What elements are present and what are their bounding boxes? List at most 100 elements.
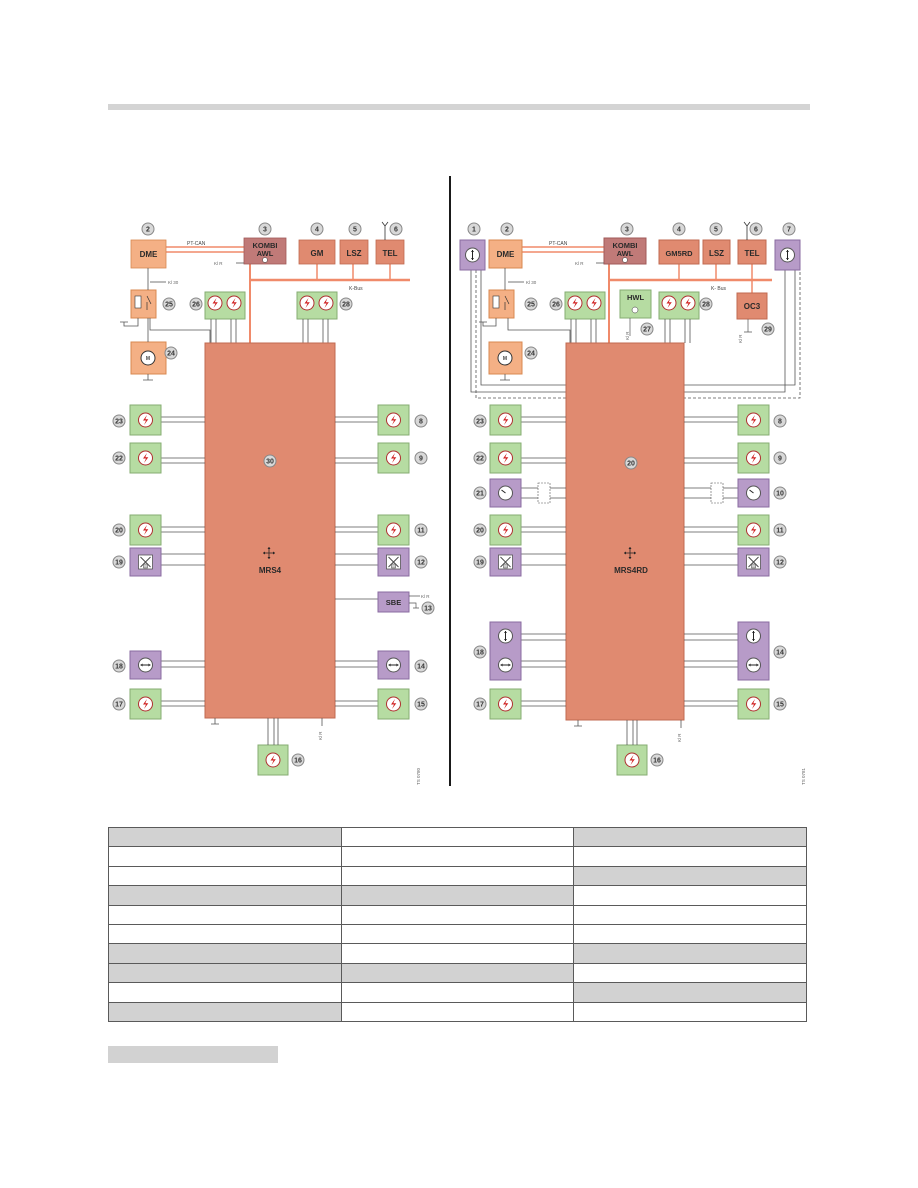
hwl-label: HWL [627,293,644,302]
rd-callout-19: 19 [476,560,484,567]
rd-callout-12: 12 [776,560,784,567]
callout-23: 23 [115,419,123,426]
legend-table [108,826,807,1022]
rd-dme-label: DME [497,250,515,259]
callout-9: 9 [419,456,423,463]
rd-tel-box [737,239,767,265]
tel-label: TEL [382,249,397,258]
rd-callout-10: 10 [776,491,784,498]
antenna-icon [381,221,389,240]
callout-2: 2 [146,227,150,234]
table-row [108,865,807,887]
rd-callout-24: 24 [527,351,535,358]
table-row [108,923,807,945]
callout-14: 14 [417,664,425,671]
rd-antenna-icon [743,221,751,240]
rd-callout-22: 22 [476,456,484,463]
rd-pt-can-label: PT-CAN [549,241,568,247]
callout-6: 6 [394,227,398,234]
pt-can-label: PT-CAN [187,241,206,247]
sbe-box [377,591,410,613]
table-row [108,885,807,906]
right-squib-9 [377,442,410,474]
kl30-label: Kl 30 [168,280,179,285]
k-bus-label: K-Bus [349,286,363,292]
hwl-lamp-icon [631,306,639,314]
callout-19: 19 [115,560,123,567]
rd-callout-20-side: 20 [476,528,484,535]
table-row [108,943,807,964]
kombi-label: KOMBI [253,241,278,250]
oc3-label: OC3 [744,302,761,311]
rd-callout-6: 6 [754,227,758,234]
callout-12: 12 [417,560,425,567]
mrs4rd-unit [565,342,685,721]
callout-30: 30 [266,459,274,466]
callout-8: 8 [419,419,423,426]
sbe-label: SBE [386,598,401,607]
rd-callout-16: 16 [653,758,661,765]
callout-28: 28 [342,302,350,309]
warning-lamp-icon [262,257,268,263]
callout-17: 17 [115,702,123,709]
rd-lsz-label: LSZ [709,249,724,258]
sbe-kl-r-label: Kl R [421,594,430,599]
callout-4: 4 [315,227,319,234]
rd-callout-2: 2 [505,227,509,234]
callout-3: 3 [263,227,267,234]
hwl-kl-r-label: Kl R [625,331,630,340]
footer-bar [108,1046,278,1063]
rd-bottom-kl-r-label: Kl R [677,733,682,742]
rd-callout-26: 26 [552,302,560,309]
rd-callout-28: 28 [702,302,710,309]
tel-box [375,239,405,265]
table-row [108,982,807,1003]
right-squib-8 [377,404,410,436]
rd-left-sensor-21 [489,478,522,508]
callout-18: 18 [115,664,123,671]
hwl-box [619,289,652,319]
callout-13: 13 [424,606,432,613]
rd-callout-4: 4 [677,227,681,234]
right-diagram: PT-CAN K- Bus 1 DME 2 KOMBI AWL 3 Kl R G… [459,221,806,785]
table-row [108,904,807,925]
callout-15: 15 [417,702,425,709]
dme-box [130,239,167,269]
callout-24: 24 [167,351,175,358]
rd-warning-lamp-icon [622,257,628,263]
svg-text:M: M [146,356,150,362]
table-row [108,826,807,848]
rd-callout-11: 11 [776,528,784,535]
rd-callout-5: 5 [714,227,718,234]
rd-callout-3: 3 [625,227,629,234]
rd-callout-1: 1 [472,227,476,234]
rd-k-bus-label: K- Bus [711,286,727,292]
rd-callout-27: 27 [643,327,651,334]
rd-lsz-box [702,239,731,265]
header-rule [108,104,810,110]
rd-callout-8: 8 [778,419,782,426]
table-row [108,962,807,984]
kl-r-label: Kl R [214,261,223,266]
rd-callout-7: 7 [787,227,791,234]
callout-26: 26 [192,302,200,309]
left-figure-code: TS 0780 [416,767,421,785]
svg-text:M: M [503,356,507,362]
rd-callout-14: 14 [776,650,784,657]
rd-kl30-label: Kl 30 [526,280,537,285]
rd-callout-18: 18 [476,650,484,657]
rd-callout-20: 20 [627,461,635,468]
rd-callout-21: 21 [476,491,484,498]
rd-callout-29: 29 [764,327,772,334]
gm-label: GM [311,249,324,258]
rd-callout-23: 23 [476,419,484,426]
rd-left-squib-22 [489,442,522,474]
rd-tel-label: TEL [744,249,759,258]
mrs4-unit [204,342,336,719]
mrs4rd-label: MRS4RD [614,566,648,575]
oc3-kl-r-label: Kl R [738,334,743,343]
right-figure-code: TS 0781 [801,767,806,785]
gm5rd-box [658,239,700,265]
oc3-box [736,292,768,320]
lsz-box [339,239,369,265]
